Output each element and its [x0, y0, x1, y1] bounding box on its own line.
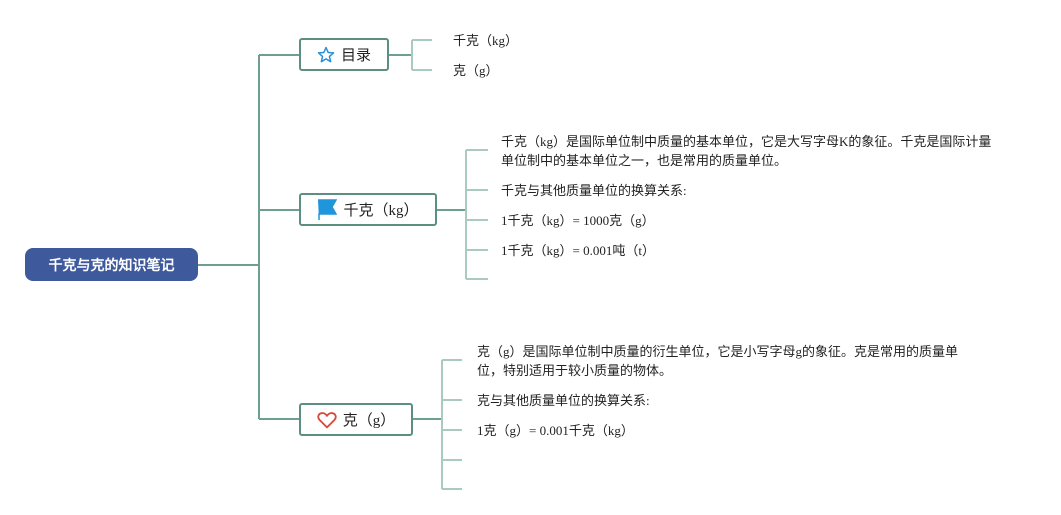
- root-label: 千克与克的知识笔记: [48, 257, 175, 274]
- list-item[interactable]: 克（g）是国际单位制中质量的衍生单位，它是小写字母g的象征。克是常用的质量单位，…: [477, 344, 959, 378]
- branch-label: 目录: [340, 48, 371, 64]
- list-item[interactable]: 千克与其他质量单位的换算关系:: [501, 183, 687, 198]
- branch-label: 克（g）: [342, 413, 396, 429]
- root-topic[interactable]: 千克与克的知识笔记: [25, 248, 198, 281]
- list-item[interactable]: 1千克（kg）= 0.001吨（t）: [501, 243, 655, 258]
- branch-label: 千克（kg）: [343, 203, 419, 219]
- branch-kilogram[interactable]: 千克（kg）: [299, 193, 437, 226]
- list-item[interactable]: 1千克（kg）= 1000克（g）: [501, 213, 655, 228]
- branch-gram[interactable]: 克（g）: [299, 403, 413, 436]
- heart-icon: [317, 411, 337, 429]
- list-item[interactable]: 千克（kg）: [453, 33, 519, 48]
- list-item[interactable]: 千克（kg）是国际单位制中质量的基本单位，它是大写字母K的象征。千克是国际计量单…: [501, 134, 992, 168]
- branch-contents[interactable]: 目录: [299, 38, 389, 71]
- list-item[interactable]: 克与其他质量单位的换算关系:: [477, 393, 650, 408]
- list-item[interactable]: 克（g）: [453, 63, 499, 78]
- flag-icon: [317, 198, 338, 221]
- list-item[interactable]: 1克（g）= 0.001千克（kg）: [477, 423, 634, 438]
- star-icon: [317, 46, 335, 64]
